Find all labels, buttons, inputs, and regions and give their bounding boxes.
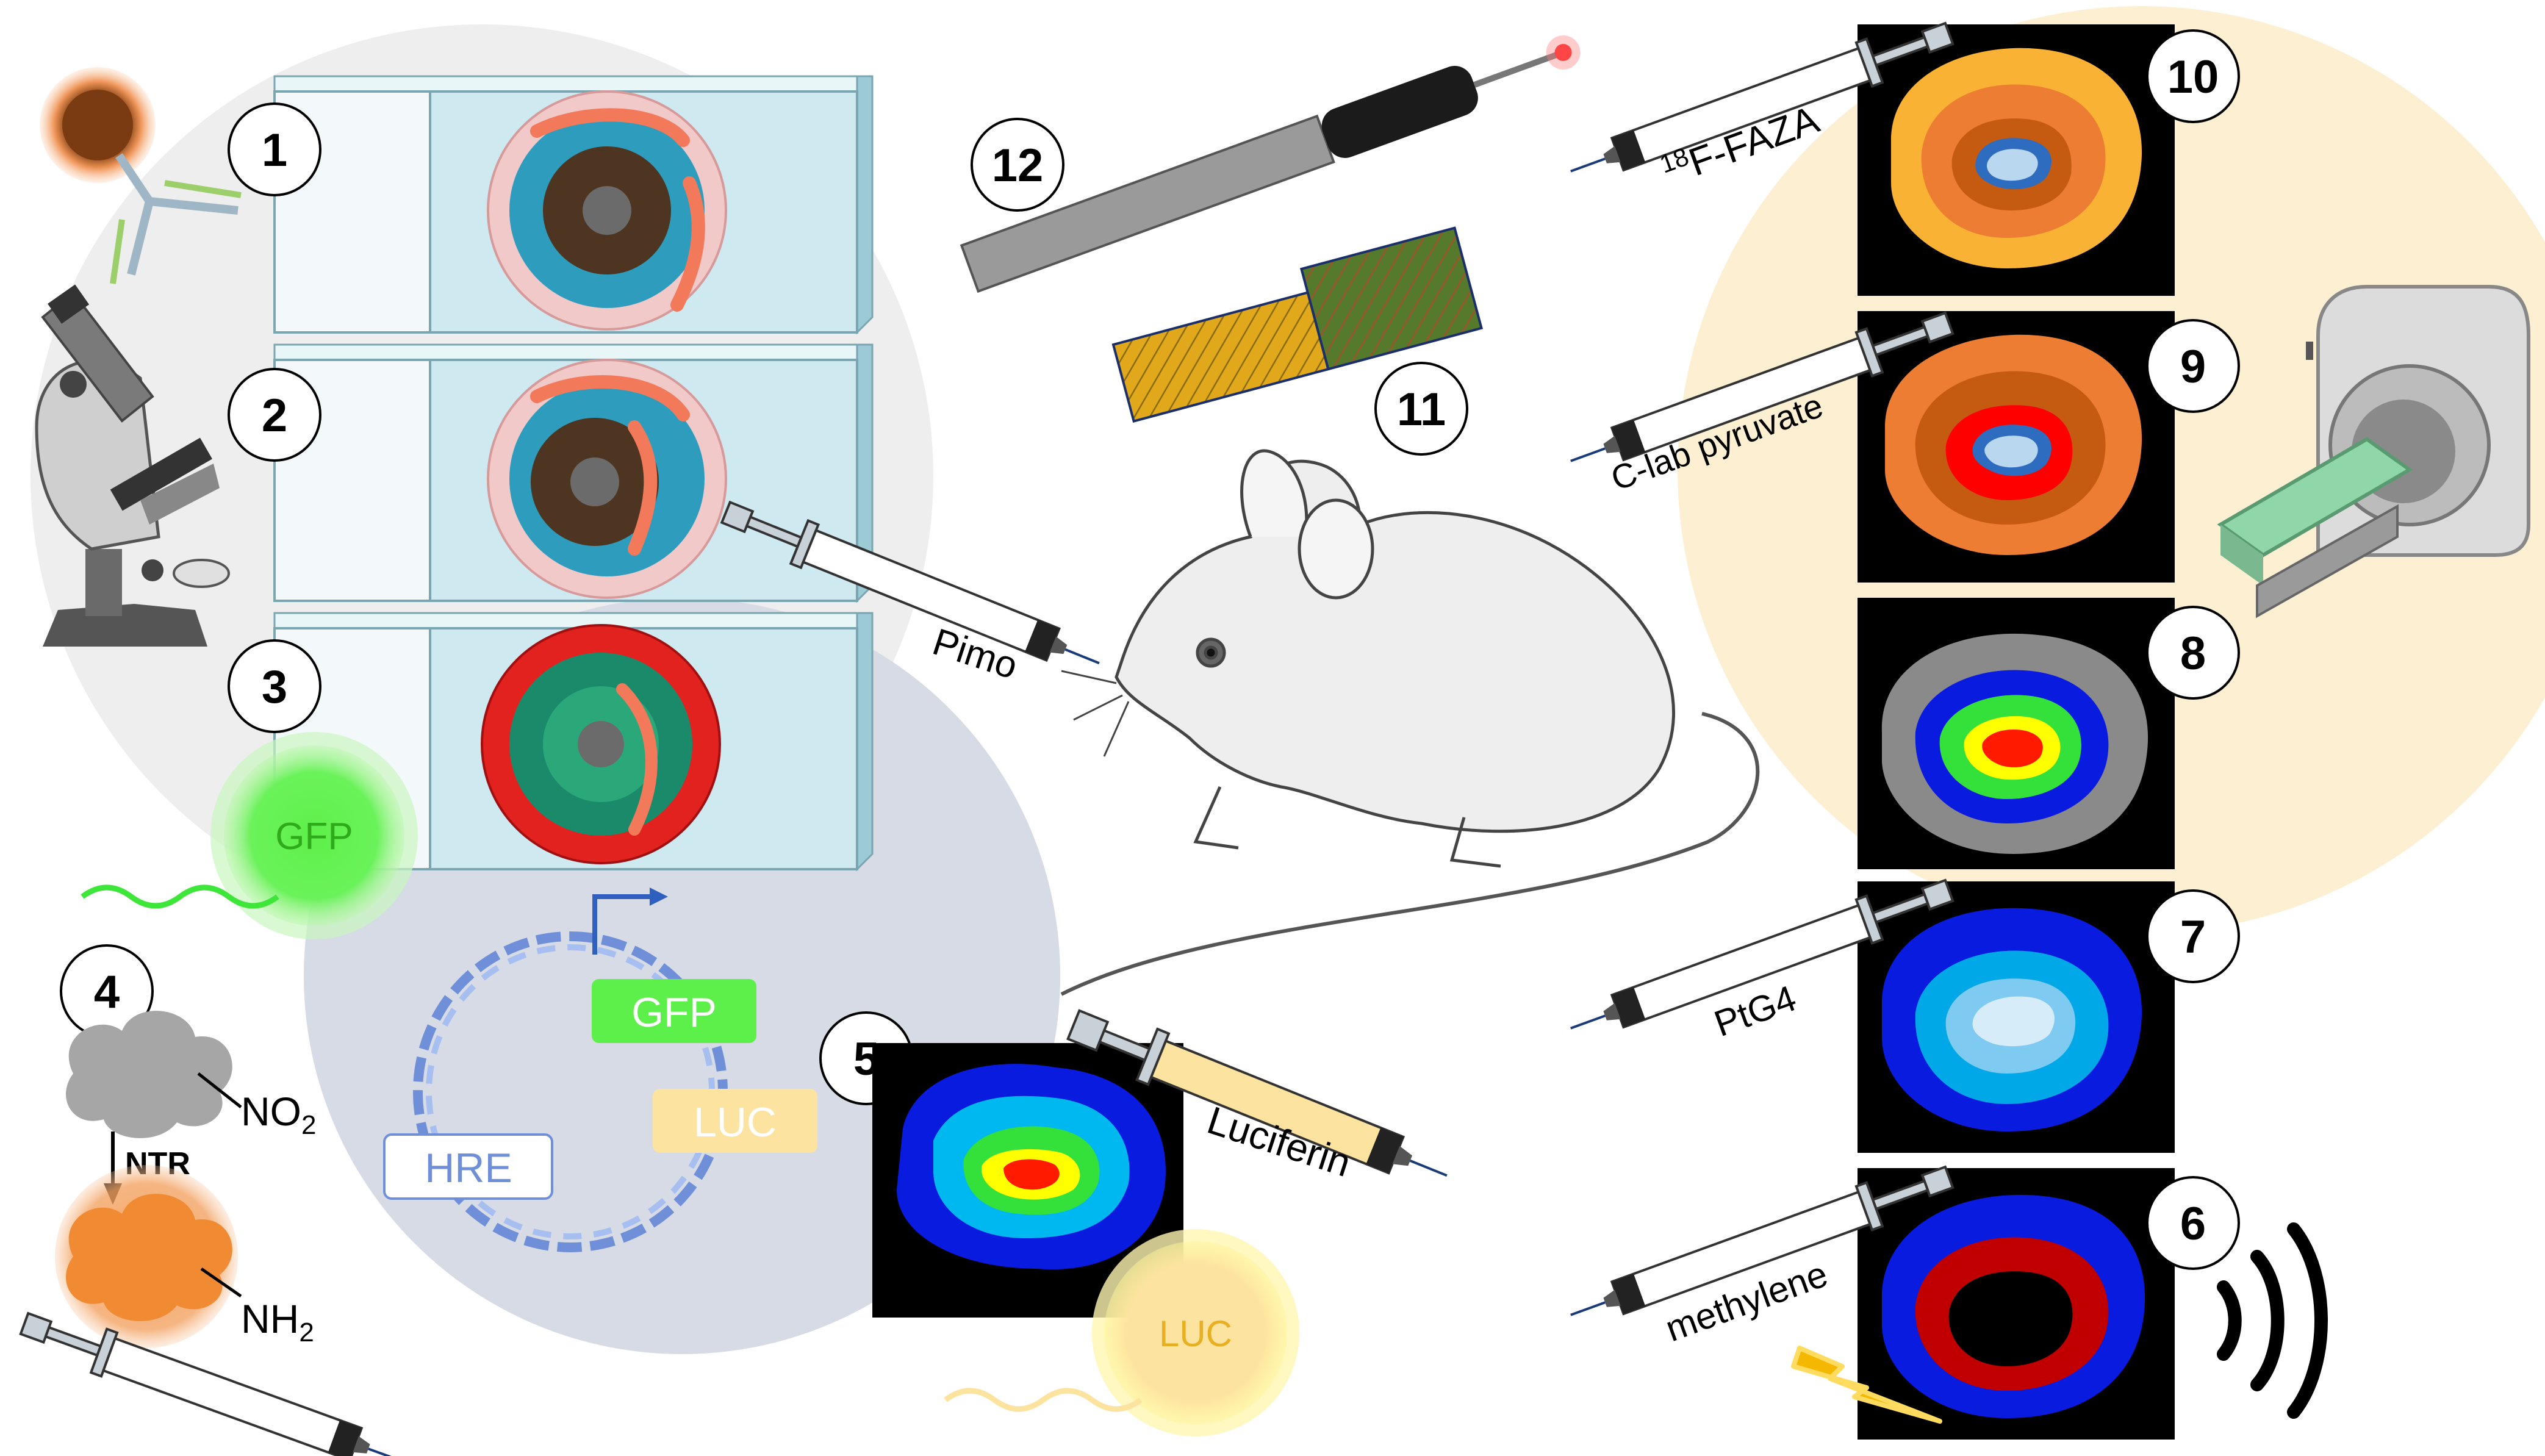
oxygen-map-panel (1858, 598, 2175, 869)
scanner-icon (2217, 285, 2530, 619)
ptg4-panel (1858, 881, 2175, 1153)
luc-glow-label: LUC (1159, 1313, 1232, 1354)
syringe-step4 (19, 1311, 403, 1456)
oxygen-probe-icon (960, 35, 1581, 293)
step-4-marker: 4 (60, 944, 154, 1038)
spheroid-3 (481, 624, 721, 864)
ultrasound-waves-icon (2217, 1222, 2328, 1419)
step-8-marker: 8 (2146, 606, 2240, 700)
step-8-number: 8 (2180, 628, 2206, 680)
no2-label: NO2 (241, 1089, 316, 1140)
amine-compound: NH2 (55, 1165, 314, 1348)
faza-pet-panel (1858, 24, 2175, 296)
step-3-number: 3 (262, 661, 287, 713)
step-11-number: 11 (1397, 384, 1446, 436)
step-10-marker: 10 (2146, 29, 2240, 123)
step-1-marker: 1 (228, 102, 321, 196)
step-2-number: 2 (262, 390, 287, 442)
luc-glow: LUC (1092, 1229, 1299, 1436)
syringe-methylene (1570, 1165, 1955, 1316)
nitro-compound: NO2 (66, 1011, 316, 1140)
step-3-marker: 3 (228, 639, 321, 733)
step-9-number: 9 (2180, 341, 2206, 393)
step-11-marker: 11 (1374, 362, 1468, 456)
syringe-luciferin (1066, 1009, 1448, 1177)
gfp-glow: GFP (210, 732, 418, 939)
step-7-number: 7 (2180, 911, 2206, 963)
nh2-label: NH2 (241, 1296, 314, 1347)
microscope-icon (35, 284, 230, 647)
gfp-gene-label: GFP (631, 989, 717, 1036)
hre-label: HRE (425, 1145, 512, 1191)
step-6-marker: 6 (2146, 1176, 2240, 1270)
step-1-number: 1 (262, 124, 287, 176)
step-12-number: 12 (992, 140, 1044, 192)
step-2-marker: 2 (228, 368, 321, 462)
methylene-panel (1858, 1168, 2175, 1440)
luc-gene-box: LUC (653, 1089, 817, 1153)
pyruvate-mri-panel (1858, 311, 2175, 583)
step-7-marker: 7 (2146, 889, 2240, 983)
luc-gene-label: LUC (694, 1099, 777, 1146)
step-6-number: 6 (2180, 1198, 2206, 1250)
mouse-illustration (1060, 449, 1760, 996)
lightning-icon (1791, 1346, 1942, 1424)
antibody-icon (40, 67, 242, 284)
step-9-marker: 9 (2146, 319, 2240, 413)
sensor-chip-icon (1111, 226, 1483, 423)
syringe-pyruvate (1570, 311, 1955, 462)
syringe-faza (1570, 21, 1955, 173)
syringe-ptg4 (1570, 878, 1955, 1030)
step-10-number: 10 (2167, 51, 2219, 103)
hre-box: HRE (383, 1133, 553, 1200)
gfp-glow-label: GFP (275, 816, 353, 858)
step-12-marker: 12 (971, 118, 1064, 212)
syringe-pimo (720, 500, 1100, 665)
luc-wave (944, 1388, 1143, 1412)
step-4-number: 4 (94, 966, 120, 1018)
gfp-wave (81, 884, 279, 909)
gfp-gene-box: GFP (592, 979, 756, 1043)
spheroid-2 (487, 359, 727, 599)
spheroid-1 (487, 90, 727, 331)
